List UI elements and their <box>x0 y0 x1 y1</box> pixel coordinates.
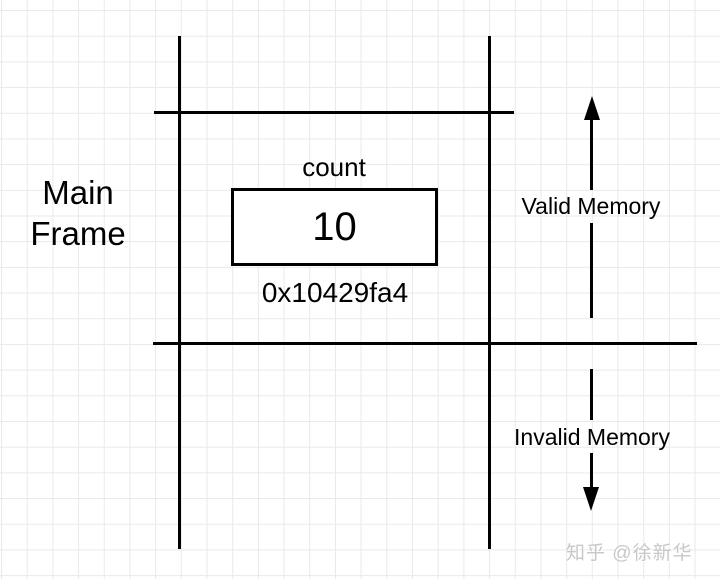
valid-memory-arrow-lower-segment <box>590 223 593 318</box>
invalid-memory-arrow-lower-segment <box>590 453 593 492</box>
variable-value-box: 10 <box>231 188 438 266</box>
watermark: 知乎 @徐新华 <box>566 543 693 564</box>
frame-top-line <box>154 111 514 114</box>
main-frame-label: Main Frame <box>30 174 126 252</box>
frame-bottom-line <box>153 342 697 345</box>
variable-name-label: count <box>302 152 366 182</box>
down-arrowhead-icon <box>583 487 599 511</box>
frame-left-line <box>178 36 181 549</box>
variable-address-label: 0x10429fa4 <box>261 277 409 308</box>
up-arrowhead-icon <box>584 96 600 120</box>
invalid-memory-arrow-upper-segment <box>590 369 593 420</box>
frame-right-line <box>488 36 491 549</box>
valid-memory-label: Valid Memory <box>521 193 661 219</box>
valid-memory-arrow-upper-segment <box>590 114 593 190</box>
variable-value: 10 <box>312 204 357 249</box>
invalid-memory-label: Invalid Memory <box>514 424 670 450</box>
